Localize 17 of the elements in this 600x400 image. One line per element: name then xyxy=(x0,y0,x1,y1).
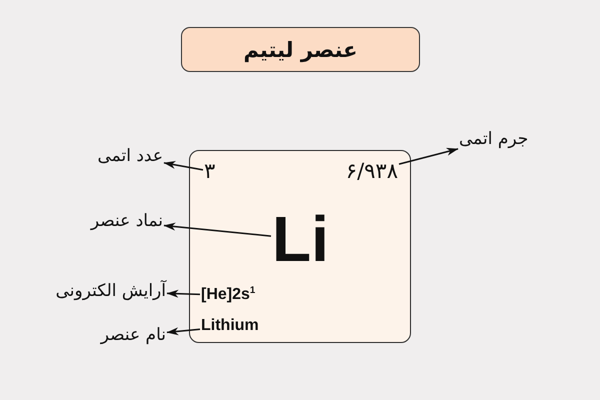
element-name: Lithium xyxy=(201,317,259,336)
atomic-mass: ۶/۹۳۸ xyxy=(346,159,398,184)
leader-arrow xyxy=(166,327,200,336)
leader-arrow xyxy=(164,222,272,237)
leader-arrow xyxy=(166,290,200,298)
electron-configuration: [He]2s$^{1}$ xyxy=(201,286,256,304)
callout-label: عدد اتمی xyxy=(98,147,163,167)
callout-label: جرم اتمی xyxy=(459,130,528,150)
callout-label: نماد عنصر xyxy=(90,212,163,232)
callout-label: نام عنصر xyxy=(100,326,166,346)
element-symbol: Li xyxy=(272,207,329,271)
title-banner: عنصر لیتیم xyxy=(181,27,420,72)
atomic-number: ۳ xyxy=(204,159,216,184)
callout-label: آرایش الکترونی xyxy=(56,282,166,302)
leader-arrow xyxy=(164,161,204,171)
leader-arrow xyxy=(398,148,458,165)
element-card xyxy=(189,150,411,343)
